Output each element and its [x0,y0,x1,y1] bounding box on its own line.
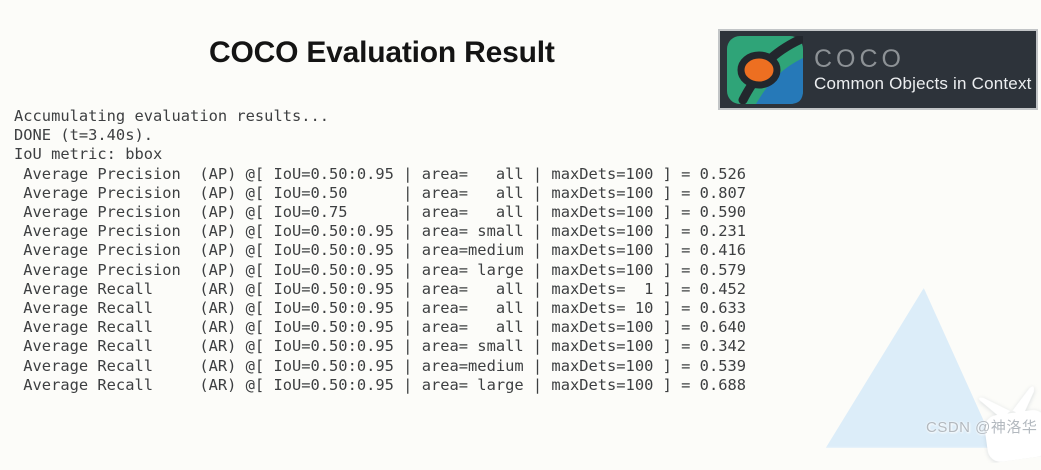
terminal-line: Average Precision (AP) @[ IoU=0.50:0.95 … [14,164,747,183]
terminal-line: Average Recall (AR) @[ IoU=0.50:0.95 | a… [14,356,747,375]
coco-logo-text: COCO Common Objects in Context [814,46,1032,93]
coco-logo-subtitle: Common Objects in Context [814,74,1032,93]
coco-eval-terminal-output: Accumulating evaluation results...DONE (… [14,107,746,395]
page-title: COCO Evaluation Result [209,36,555,69]
terminal-line: Average Recall (AR) @[ IoU=0.50:0.95 | a… [14,337,747,356]
terminal-line: Average Recall (AR) @[ IoU=0.50:0.95 | a… [14,318,747,337]
terminal-line: Average Recall (AR) @[ IoU=0.50:0.95 | a… [14,299,747,318]
terminal-line: DONE (t=3.40s). [14,126,153,145]
csdn-watermark-text: CSDN @神洛华 [926,419,1038,436]
terminal-line: Average Precision (AP) @[ IoU=0.50 | are… [14,183,747,202]
coco-dataset-icon [727,34,806,104]
terminal-line: Average Precision (AP) @[ IoU=0.50:0.95 … [14,241,747,260]
terminal-line: Accumulating evaluation results... [14,107,330,125]
coco-logo-banner: COCO Common Objects in Context [718,29,1038,110]
terminal-line: IoU metric: bbox [14,145,163,164]
slide-root: { "page": { "title": "COCO Evaluation Re… [14,29,1038,448]
terminal-line: Average Recall (AR) @[ IoU=0.50:0.95 | a… [14,279,747,298]
terminal-line: Average Precision (AP) @[ IoU=0.50:0.95 … [14,260,747,279]
coco-logo-word: COCO [814,45,905,73]
terminal-line: Average Precision (AP) @[ IoU=0.75 | are… [14,203,747,222]
terminal-line: Average Recall (AR) @[ IoU=0.50:0.95 | a… [14,375,747,394]
terminal-line: Average Precision (AP) @[ IoU=0.50:0.95 … [14,222,747,241]
